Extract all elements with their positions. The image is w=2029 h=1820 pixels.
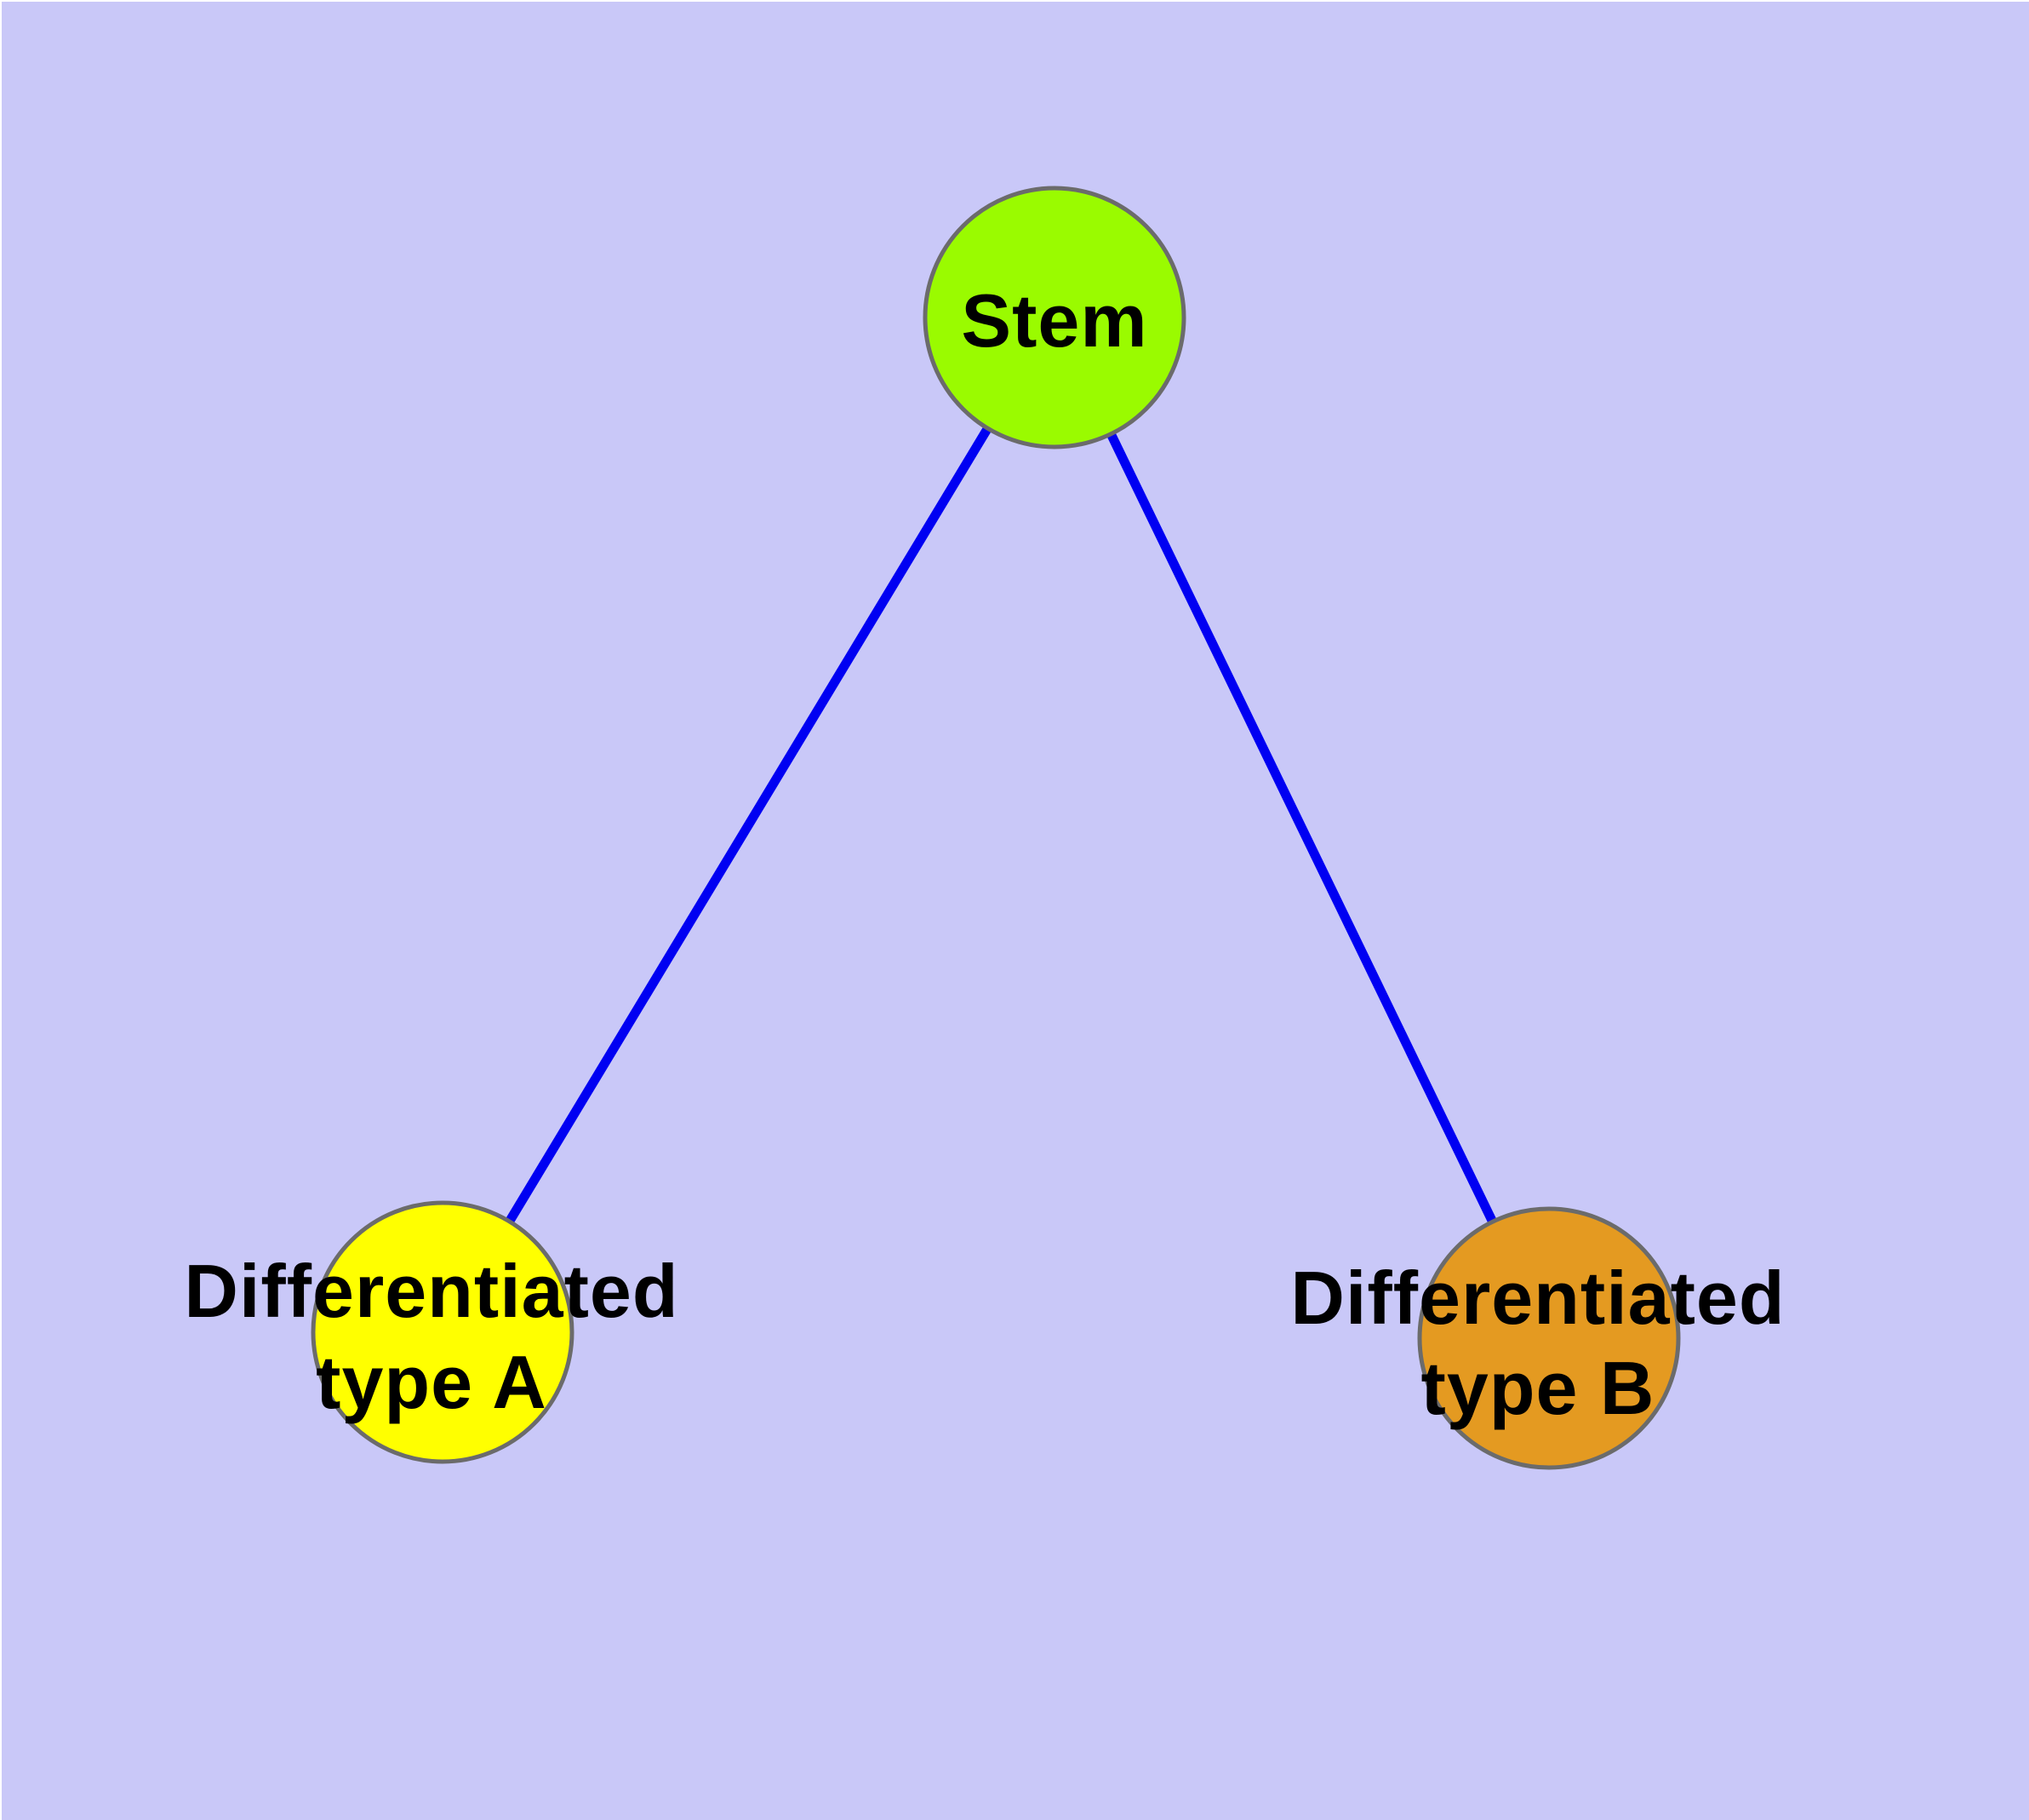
edge-stem-to-type-b [1050,315,1553,1341]
node-type-b-circle [1417,1206,1681,1470]
node-stem-label: Stem [961,278,1147,363]
node-type-a-label-line1: Differentiated [184,1249,678,1333]
edge-stem-to-type-a [438,315,1059,1335]
node-differentiated-type-b [1417,1206,1681,1470]
node-type-b-label-line2: type B [1421,1346,1655,1430]
node-type-b-label-line1: Differentiated [1290,1256,1785,1340]
node-type-a-label-line2: type A [316,1340,547,1424]
edge-layer [438,315,1553,1341]
node-stem-circle [923,186,1186,449]
label-layer: Stem Differentiated type A Differentiate… [184,278,1785,1430]
node-differentiated-type-a [311,1200,574,1464]
node-stem [923,186,1186,449]
node-type-a-circle [311,1200,574,1464]
